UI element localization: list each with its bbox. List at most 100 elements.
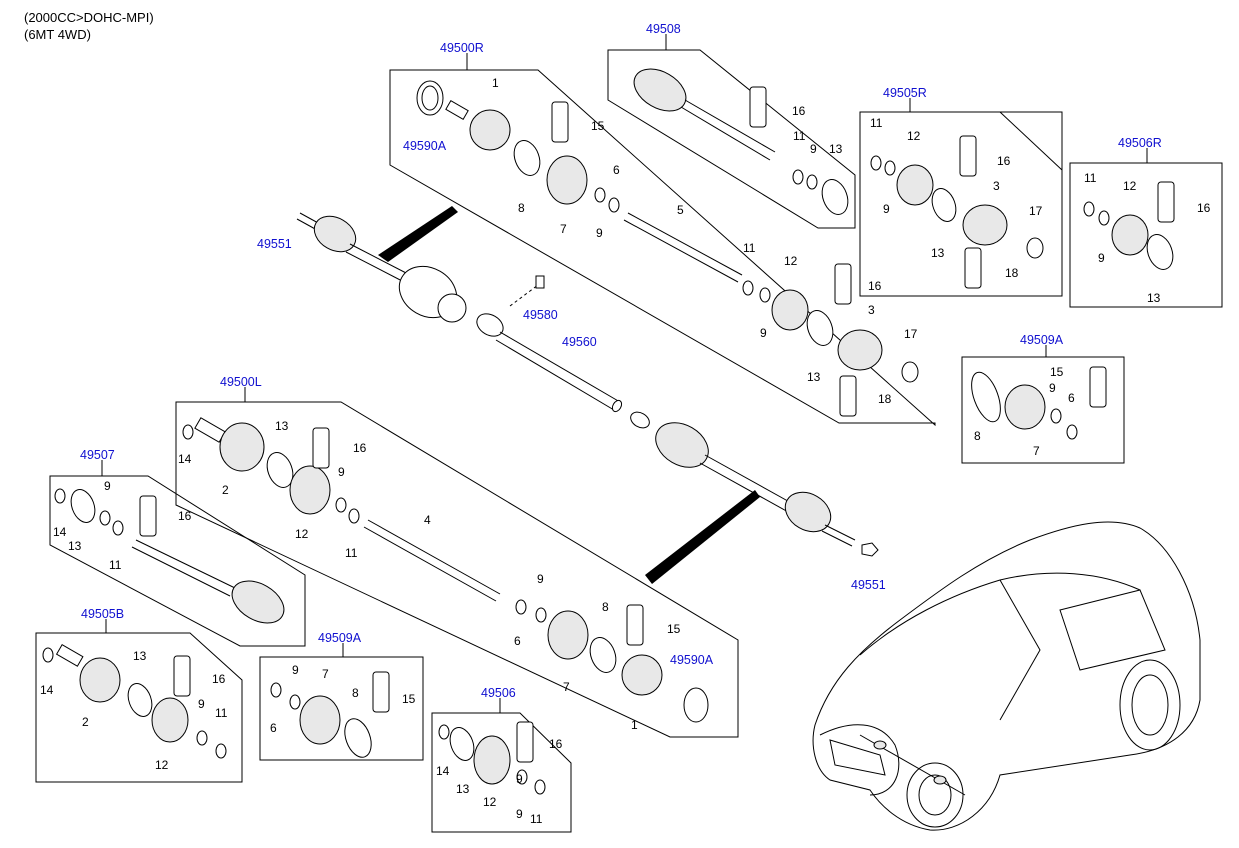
callout-49551-bottom[interactable]: 49551	[851, 578, 886, 592]
key-15: 15	[402, 692, 416, 706]
key-1: 1	[492, 76, 499, 90]
key-13: 13	[456, 782, 470, 796]
intermediate-shaft-49560	[476, 275, 623, 413]
key-12: 12	[784, 254, 798, 268]
key-16: 16	[868, 279, 882, 293]
key-17: 17	[904, 327, 918, 341]
frame-49506R	[1069, 162, 1223, 308]
key-12: 12	[295, 527, 309, 541]
key-17: 17	[1029, 204, 1043, 218]
parts-49506	[438, 721, 546, 795]
key-7: 7	[322, 667, 329, 681]
key-9: 9	[292, 663, 299, 677]
key-12: 12	[907, 129, 921, 143]
callout-49509A-bottom[interactable]: 49509A	[318, 631, 362, 645]
key-11: 11	[870, 116, 883, 130]
parts-49505B	[42, 643, 227, 759]
callout-49500R[interactable]: 49500R	[440, 41, 484, 55]
callout-49590A-top[interactable]: 49590A	[403, 139, 447, 153]
key-9: 9	[516, 772, 523, 786]
key-13: 13	[275, 419, 289, 433]
callout-49509A-right[interactable]: 49509A	[1020, 333, 1064, 347]
key-2: 2	[82, 715, 89, 729]
key-14: 14	[178, 452, 192, 466]
frame-49506	[431, 712, 572, 833]
key-16: 16	[997, 154, 1011, 168]
key-15: 15	[591, 119, 605, 133]
key-8: 8	[518, 201, 525, 215]
key-7: 7	[1033, 444, 1040, 458]
key-3: 3	[993, 179, 1000, 193]
callout-49508[interactable]: 49508	[646, 22, 681, 36]
parts-49508	[633, 68, 849, 215]
frame-49508	[607, 49, 856, 229]
key-16: 16	[178, 509, 192, 523]
callout-49506R[interactable]: 49506R	[1118, 136, 1162, 150]
callout-49507[interactable]: 49507	[80, 448, 115, 462]
frame-49500R	[389, 69, 936, 427]
parts-49507	[54, 488, 285, 624]
callout-49551-top[interactable]: 49551	[257, 237, 292, 251]
callout-49590A-bottom[interactable]: 49590A	[670, 653, 714, 667]
key-11: 11	[345, 546, 358, 560]
parts-49500R	[416, 80, 919, 417]
frame-49500L	[175, 401, 739, 738]
key-9: 9	[198, 697, 205, 711]
key-9: 9	[516, 807, 523, 821]
key-13: 13	[931, 246, 945, 260]
parts-49506R	[1083, 181, 1175, 270]
header-engine-spec: (2000CC>DOHC-MPI)	[24, 10, 154, 25]
key-2: 2	[222, 483, 229, 497]
key-9: 9	[883, 202, 890, 216]
key-8: 8	[974, 429, 981, 443]
key-4: 4	[424, 513, 431, 527]
callout-49506[interactable]: 49506	[481, 686, 516, 700]
key-14: 14	[53, 525, 67, 539]
key-16: 16	[1197, 201, 1211, 215]
key-7: 7	[560, 222, 567, 236]
callout-49500L[interactable]: 49500L	[220, 375, 262, 389]
key-14: 14	[436, 764, 450, 778]
key-9: 9	[760, 326, 767, 340]
key-13: 13	[807, 370, 821, 384]
key-7: 7	[563, 680, 570, 694]
key-9: 9	[537, 572, 544, 586]
key-15: 15	[667, 622, 681, 636]
key-5: 5	[677, 203, 684, 217]
key-16: 16	[353, 441, 367, 455]
key-16: 16	[549, 737, 563, 751]
key-13: 13	[68, 539, 82, 553]
key-11: 11	[109, 558, 122, 572]
key-9: 9	[1098, 251, 1105, 265]
vehicle-illustration	[812, 521, 1201, 831]
key-9: 9	[104, 479, 111, 493]
key-6: 6	[1068, 391, 1075, 405]
key-11: 11	[793, 129, 806, 143]
key-9: 9	[596, 226, 603, 240]
frame-49509A-right	[961, 356, 1125, 464]
frame-49505B	[35, 632, 243, 783]
key-8: 8	[352, 686, 359, 700]
key-6: 6	[514, 634, 521, 648]
callout-49505R[interactable]: 49505R	[883, 86, 927, 100]
key-8: 8	[602, 600, 609, 614]
parts-49509A-bottom	[270, 671, 390, 758]
key-6: 6	[613, 163, 620, 177]
key-13: 13	[1147, 291, 1161, 305]
header-transmission-spec: (6MT 4WD)	[24, 27, 91, 42]
parts-49500L	[182, 417, 709, 723]
key-12: 12	[1123, 179, 1137, 193]
key-16: 16	[212, 672, 226, 686]
key-13: 13	[133, 649, 147, 663]
callout-49560[interactable]: 49560	[562, 335, 597, 349]
callout-49580[interactable]: 49580	[523, 308, 558, 322]
key-6: 6	[270, 721, 277, 735]
key-3: 3	[868, 303, 875, 317]
callout-49505B[interactable]: 49505B	[81, 607, 124, 621]
key-11: 11	[743, 241, 756, 255]
frame-49505R	[859, 111, 1063, 297]
key-1: 1	[631, 718, 638, 732]
key-11: 11	[215, 706, 228, 720]
key-11: 11	[530, 812, 543, 826]
